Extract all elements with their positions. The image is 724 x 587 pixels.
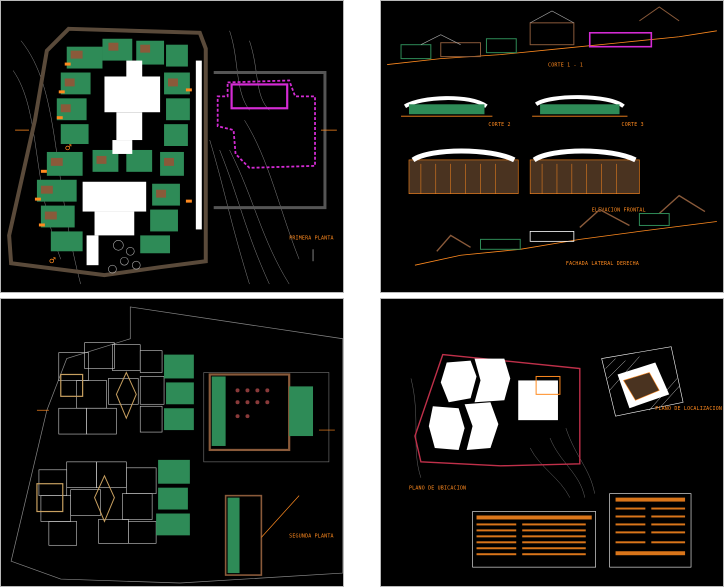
sheet-cortes-elevaciones: CORTE 1 - 1 CORTE 2 CORTE 3 ELEVACION FR… <box>380 0 724 293</box>
sheet-primera-planta: ♂ ♂ PRIMERA PLANTA <box>0 0 344 293</box>
location-inset <box>601 346 684 417</box>
title-block <box>609 493 692 568</box>
sheet-segunda-planta: SEGUNDA PLANTA <box>0 298 344 587</box>
stair-block <box>60 373 84 397</box>
stair-tower-wall <box>227 497 240 574</box>
label-elevacion-frontal: ELEVACION FRONTAL <box>592 208 646 214</box>
diamond-atrium-2 <box>93 474 115 523</box>
label-plano-ubicacion: PLANO DE UBICACION <box>409 486 466 492</box>
label-corte-1: CORTE 1 - 1 <box>548 63 583 69</box>
circulation-areas <box>82 60 202 266</box>
upper-green-walls <box>164 354 194 431</box>
annex-furniture <box>235 388 270 419</box>
diamond-atrium <box>115 371 137 420</box>
annex-wall-right <box>289 386 314 437</box>
annex-boundary <box>213 71 327 210</box>
annex-wall <box>211 376 226 446</box>
lateral-facade <box>414 194 717 266</box>
stair-tower <box>224 494 263 576</box>
location-drawing: PLANO DE UBICACION PLANO DE LOCALIZACION <box>409 346 722 568</box>
annex-marker <box>535 375 561 395</box>
building-masses <box>428 358 558 450</box>
annex-building <box>230 83 289 110</box>
section-3 <box>532 95 628 117</box>
sheet-localizacion: PLANO DE UBICACION PLANO DE LOCALIZACION <box>380 298 724 587</box>
room-tags <box>34 62 192 227</box>
section-2 <box>401 96 493 117</box>
floor-plan-2-drawing: SEGUNDA PLANTA <box>10 306 343 584</box>
north-symbol: ♂ <box>65 143 72 152</box>
floor-plan-drawing: ♂ ♂ PRIMERA PLANTA <box>7 26 337 285</box>
trees <box>108 240 141 274</box>
legend-rows <box>476 515 592 556</box>
label-corte-3: CORTE 3 <box>622 122 644 128</box>
label-plano-localizacion: PLANO DE LOCALIZACION <box>655 406 722 412</box>
upper-rooms <box>58 342 165 435</box>
section-1-1 <box>387 6 717 65</box>
site-outline <box>10 306 343 584</box>
legend-table <box>472 511 596 568</box>
label-fachada-lateral: FACHADA LATERAL DERECHA <box>566 261 639 267</box>
sheet-title-segunda-planta: SEGUNDA PLANTA <box>289 533 334 539</box>
annex-terrace <box>203 372 330 463</box>
room-blocks <box>40 42 178 220</box>
leader-line <box>261 495 300 538</box>
sheet-title-primera-planta: PRIMERA PLANTA <box>289 235 334 241</box>
north-symbol-2: ♂ <box>49 256 56 265</box>
title-block-rows <box>615 497 686 556</box>
label-corte-2: CORTE 2 <box>488 122 510 128</box>
site-boundary <box>7 26 208 278</box>
stair-block-2 <box>36 483 64 513</box>
magenta-outline <box>216 79 316 169</box>
lower-green-walls <box>156 459 190 536</box>
site-polygon <box>414 353 581 467</box>
sections-drawing: CORTE 1 - 1 CORTE 2 CORTE 3 ELEVACION FR… <box>387 6 717 267</box>
elevation-blocks <box>408 148 640 194</box>
